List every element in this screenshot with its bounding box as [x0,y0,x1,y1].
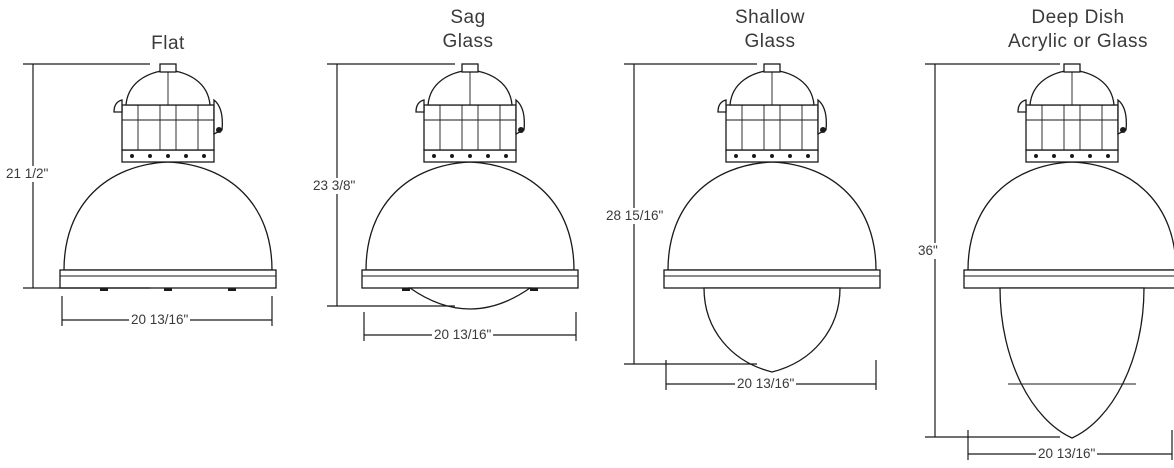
title-sag-glass: Sag Glass [418,6,518,54]
rim-tab [402,288,410,291]
collar-bolt [450,154,454,158]
ballast-housing [121,104,215,151]
height-label-sag: 23 3/8" [313,178,356,194]
width-label-sag: 20 13/16" [432,327,494,343]
latch-left [717,99,727,113]
rim-tab [228,288,236,291]
height-label-shallow: 28 15/16" [606,208,664,224]
latch-left [1017,99,1027,113]
shallow-glass-lens [703,287,841,373]
collar-bolt [432,154,436,158]
latch-knob [216,127,222,133]
sag-glass-lens [407,287,533,310]
collar-bolt [1070,154,1074,158]
title-sag-line2: Glass [442,31,494,52]
reflector-rim [663,269,881,289]
title-deep-line1: Deep Dish [1031,7,1125,28]
ballast-housing [725,104,819,151]
hanger-hub [763,63,781,73]
collar-bolt [468,154,472,158]
fixture-flat [59,63,277,291]
height-label-deep: 36" [918,243,938,259]
latch-knob [820,127,826,133]
reflector-rim [59,269,277,289]
reflector-rim [963,269,1174,289]
reflector-rim [361,269,579,289]
rim-tab [530,288,538,291]
reflector-dome [967,161,1174,271]
rim-tab [164,288,172,291]
hanger-hub [159,63,177,73]
title-deep-dish: Deep Dish Acrylic or Glass [988,6,1168,54]
title-shallow-glass: Shallow Glass [710,6,830,54]
collar-bolt [1034,154,1038,158]
title-sag-line1: Sag [450,7,486,28]
collar-bolt [1088,154,1092,158]
fixture-deep [963,63,1174,439]
ballast-housing [423,104,517,151]
collar-bolt [1106,154,1110,158]
latch-knob [518,127,524,133]
hanger-hub [1063,63,1081,73]
collar-bolt [770,154,774,158]
collar-bolt [1052,154,1056,158]
fixture-sag [361,63,579,310]
collar-bolt [130,154,134,158]
reflector-dome [667,161,877,271]
collar-bolt [184,154,188,158]
latch-left [113,99,123,113]
reflector-dome [365,161,575,271]
collar-bolt [504,154,508,158]
collar-bolt [148,154,152,158]
height-label-flat: 21 1/2" [6,166,49,182]
latch-knob [1120,127,1126,133]
rim-tab [100,288,108,291]
title-deep-line2: Acrylic or Glass [1008,31,1148,52]
hanger-hub [461,63,479,73]
ballast-housing [1025,104,1119,151]
width-label-flat: 20 13/16" [129,312,191,328]
title-flat-line1: Flat [151,33,185,54]
collar-bolt [734,154,738,158]
collar-bolt [788,154,792,158]
title-flat: Flat [118,32,218,56]
width-label-shallow: 20 13/16" [735,376,797,392]
title-shallow-line2: Glass [744,31,796,52]
title-shallow-line1: Shallow [734,7,806,28]
collar-bolt [806,154,810,158]
collar-bolt [166,154,170,158]
collar-bolt [486,154,490,158]
collar-bolt [202,154,206,158]
collar-bolt [752,154,756,158]
fixture-shallow [663,63,881,373]
latch-left [415,99,425,113]
deep-dish-lens [999,287,1145,439]
reflector-dome [63,161,273,271]
width-label-deep: 20 13/16" [1036,446,1098,462]
